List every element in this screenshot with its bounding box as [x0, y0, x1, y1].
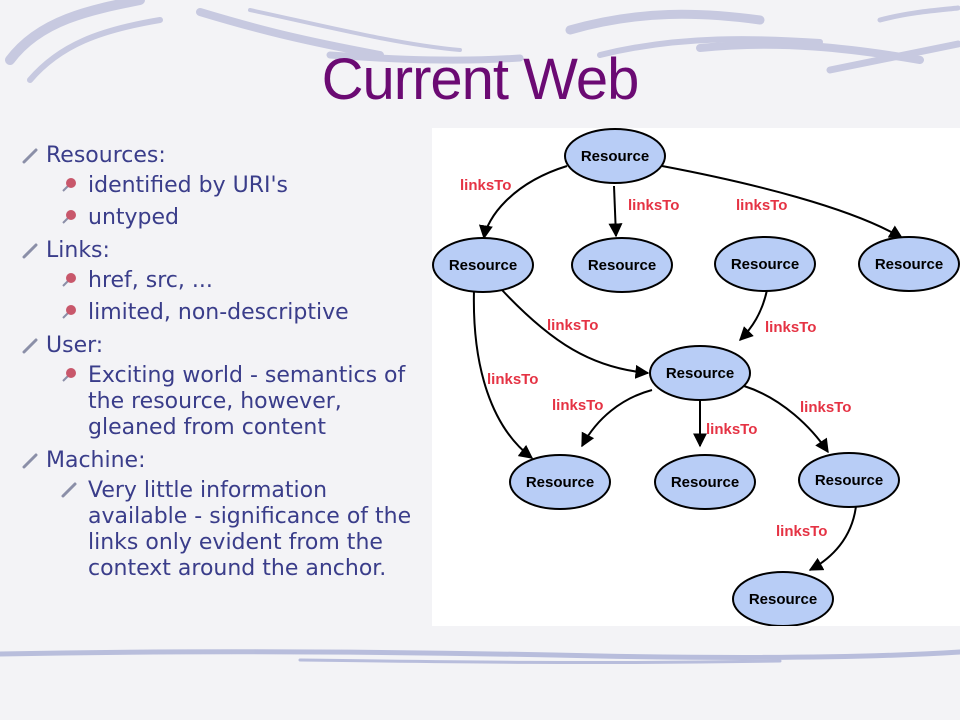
node-label: Resource	[749, 591, 817, 608]
sub-bullet-text: href, src, ...	[88, 268, 213, 293]
bullet-resources: Resources:	[22, 142, 422, 169]
brush-bullet-icon	[22, 243, 38, 259]
bullet-links: Links:	[22, 237, 422, 264]
sub-bullet: identified by URI's	[44, 173, 422, 199]
sub-bullet-text: Exciting world - semantics of the resour…	[88, 363, 406, 440]
resource-node	[649, 345, 751, 401]
node-label: Resource	[666, 365, 734, 382]
bullet-list: Resources: identified by URI's untyped L…	[22, 140, 422, 588]
resource-node	[509, 454, 611, 510]
bullet-machine: Machine:	[22, 447, 422, 474]
edge-label: linksTo	[460, 177, 511, 194]
edge-top-to-midleft	[608, 185, 623, 238]
edge-label: linksTo	[487, 371, 538, 388]
sub-bullet: limited, non-descriptive	[44, 300, 422, 326]
node-label: Resource	[731, 256, 799, 273]
sub-bullet: Exciting world - semantics of the resour…	[44, 363, 422, 441]
sub-bullet: untyped	[44, 205, 422, 231]
edge-center-to-bottomleft	[581, 389, 653, 448]
node-label: Resource	[671, 474, 739, 491]
sub-bullet-text: limited, non-descriptive	[88, 300, 349, 325]
edge-label: linksTo	[628, 197, 679, 214]
brush-bullet-icon	[61, 482, 77, 498]
pink-bead-bullet-icon	[62, 210, 76, 224]
edge-label: linksTo	[776, 523, 827, 540]
resource-node	[798, 452, 900, 508]
edge-label: linksTo	[800, 399, 851, 416]
pink-bead-bullet-icon	[62, 178, 76, 192]
pink-bead-bullet-icon	[62, 368, 76, 382]
bullet-text: Machine:	[46, 448, 146, 473]
edge-bottomright-to-bottom	[808, 505, 857, 571]
resource-node	[858, 236, 960, 292]
node-label: Resource	[815, 472, 883, 489]
bullet-text: Resources:	[46, 143, 166, 168]
edge-top-to-left	[478, 165, 568, 240]
sub-bullet-text: untyped	[88, 205, 179, 230]
bullet-user: User:	[22, 332, 422, 359]
edge-label: linksTo	[765, 319, 816, 336]
resource-node	[571, 237, 673, 293]
resource-node	[714, 236, 816, 292]
edge-left-to-bottomleft	[472, 289, 534, 459]
brush-bullet-icon	[22, 453, 38, 469]
bullet-text: Links:	[46, 238, 110, 263]
edge-top-to-right	[661, 165, 904, 239]
diagram-canvas: linksTo linksTo linksTo linksTo linksTo …	[432, 128, 960, 627]
pink-bead-bullet-icon	[62, 273, 76, 287]
brush-bullet-icon	[22, 338, 38, 354]
resource-link-diagram: linksTo linksTo linksTo linksTo linksTo …	[432, 128, 960, 627]
sub-bullet-text: Very little information available - sign…	[88, 478, 412, 581]
edge-label: linksTo	[736, 197, 787, 214]
resource-node	[564, 128, 666, 184]
node-label: Resource	[581, 148, 649, 165]
resource-node	[432, 237, 534, 293]
edge-rightmid-to-center	[739, 289, 768, 341]
pink-bead-bullet-icon	[62, 305, 76, 319]
slide-title: Current Web	[321, 47, 640, 112]
edge-label: linksTo	[706, 421, 757, 438]
node-label: Resource	[875, 256, 943, 273]
resource-node	[654, 454, 756, 510]
sub-bullet-text: identified by URI's	[88, 173, 289, 198]
edge-label: linksTo	[547, 317, 598, 334]
bullet-text: User:	[46, 333, 104, 358]
edge-label: linksTo	[552, 397, 603, 414]
brush-bullet-icon	[22, 148, 38, 164]
node-label: Resource	[449, 257, 517, 274]
sub-bullet: href, src, ...	[44, 268, 422, 294]
node-label: Resource	[588, 257, 656, 274]
edge-center-to-bottomright	[743, 385, 829, 454]
edge-left-to-center	[501, 289, 650, 379]
sub-bullet: Very little information available - sign…	[44, 478, 422, 582]
node-label: Resource	[526, 474, 594, 491]
